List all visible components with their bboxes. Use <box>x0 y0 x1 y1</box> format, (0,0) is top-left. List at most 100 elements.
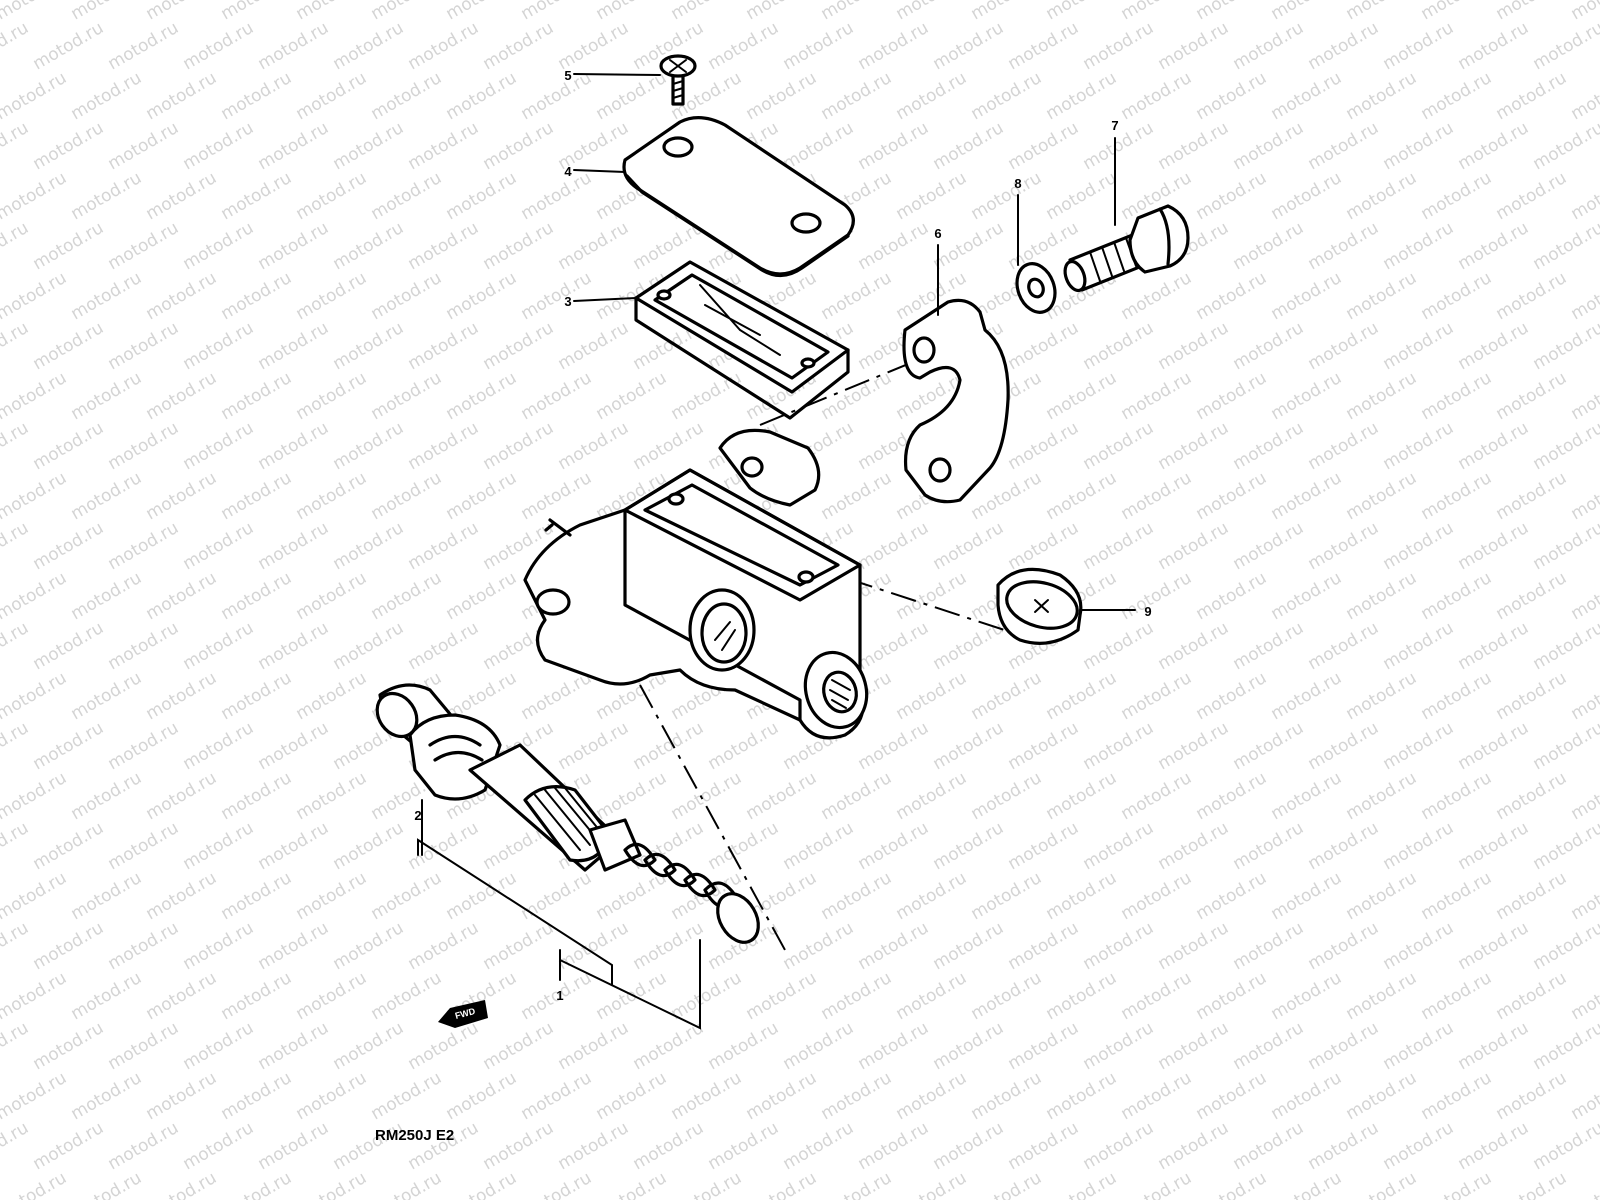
callout-number-4: 4 <box>564 164 572 179</box>
watermark-text: motod.ru <box>518 0 596 24</box>
watermark-text: motod.ru <box>293 0 371 24</box>
watermark-text: motod.ru <box>1043 168 1121 224</box>
watermark-text: motod.ru <box>330 218 408 274</box>
watermark-text: motod.ru <box>1493 468 1571 524</box>
watermark-text: motod.ru <box>1568 668 1600 724</box>
watermark-text: motod.ru <box>743 768 821 824</box>
watermark-text: motod.ru <box>555 918 633 974</box>
watermark-text: motod.ru <box>105 18 183 74</box>
watermark-text: motod.ru <box>368 568 446 624</box>
watermark-text: motod.ru <box>293 868 371 924</box>
watermark-text: motod.ru <box>218 268 296 324</box>
watermark-text: motod.ru <box>1268 268 1346 324</box>
watermark-text: motod.ru <box>855 518 933 574</box>
watermark-text: motod.ru <box>105 718 183 774</box>
watermark-text: motod.ru <box>368 0 446 24</box>
watermark-text: motod.ru <box>1230 518 1308 574</box>
watermark-text: motod.ru <box>555 218 633 274</box>
watermark-text: motod.ru <box>405 118 483 174</box>
watermark-text: motod.ru <box>1455 1018 1533 1074</box>
watermark-text: motod.ru <box>1380 218 1458 274</box>
watermark-text: motod.ru <box>1080 418 1158 474</box>
watermark-text: motod.ru <box>705 18 783 74</box>
watermark-text: motod.ru <box>480 418 558 474</box>
watermark-text: motod.ru <box>1343 568 1421 624</box>
watermark-text: motod.ru <box>1305 318 1383 374</box>
watermark-text: motod.ru <box>30 918 108 974</box>
callout-number-7: 7 <box>1111 118 1118 133</box>
watermark-text: motod.ru <box>743 1168 821 1200</box>
watermark-text: motod.ru <box>1530 1118 1600 1174</box>
watermark-text: motod.ru <box>893 668 971 724</box>
watermark-text: motod.ru <box>1268 768 1346 824</box>
watermark-text: motod.ru <box>518 1168 596 1200</box>
watermark-text: motod.ru <box>780 918 858 974</box>
watermark-text: motod.ru <box>368 1068 446 1124</box>
watermark-text: motod.ru <box>1380 418 1458 474</box>
watermark-text: motod.ru <box>1493 0 1571 24</box>
watermark-text: motod.ru <box>1568 368 1600 424</box>
watermark-text: motod.ru <box>818 968 896 1024</box>
watermark-text: motod.ru <box>0 718 32 774</box>
watermark-text: motod.ru <box>1118 568 1196 624</box>
watermark-text: motod.ru <box>593 868 671 924</box>
watermark-text: motod.ru <box>0 168 70 224</box>
part-7-bolt <box>1063 204 1190 293</box>
watermark-text: motod.ru <box>968 1168 1046 1200</box>
watermark-text: motod.ru <box>105 918 183 974</box>
watermark-text: motod.ru <box>1043 668 1121 724</box>
watermark-text: motod.ru <box>1080 1118 1158 1174</box>
watermark-text: motod.ru <box>1568 768 1600 824</box>
watermark-text: motod.ru <box>1305 1018 1383 1074</box>
watermark-text: motod.ru <box>330 18 408 74</box>
watermark-text: motod.ru <box>555 418 633 474</box>
watermark-text: motod.ru <box>1193 1068 1271 1124</box>
watermark-text: motod.ru <box>593 968 671 1024</box>
watermark-text: motod.ru <box>68 0 146 24</box>
watermark-text: motod.ru <box>0 568 70 624</box>
watermark-text: motod.ru <box>1268 568 1346 624</box>
watermark-text: motod.ru <box>1530 418 1600 474</box>
watermark-text: motod.ru <box>1043 0 1121 24</box>
watermark-text: motod.ru <box>780 118 858 174</box>
watermark-text: motod.ru <box>1268 468 1346 524</box>
watermark-text: motod.ru <box>1080 1018 1158 1074</box>
watermark-text: motod.ru <box>180 918 258 974</box>
watermark-text: motod.ru <box>893 68 971 124</box>
watermark-text: motod.ru <box>0 318 32 374</box>
watermark-text: motod.ru <box>1380 618 1458 674</box>
watermark-text: motod.ru <box>555 318 633 374</box>
watermark-text: motod.ru <box>405 918 483 974</box>
watermark-text: motod.ru <box>1080 318 1158 374</box>
watermark-text: motod.ru <box>968 768 1046 824</box>
watermark-text: motod.ru <box>180 418 258 474</box>
watermark-text: motod.ru <box>0 418 32 474</box>
watermark-text: motod.ru <box>968 0 1046 24</box>
watermark-text: motod.ru <box>743 1068 821 1124</box>
watermark-text: motod.ru <box>668 768 746 824</box>
part-1-piston-assembly <box>375 683 760 944</box>
watermark-text: motod.ru <box>1268 0 1346 24</box>
watermark-text: motod.ru <box>1568 1168 1600 1200</box>
watermark-text: motod.ru <box>743 68 821 124</box>
watermark-text: motod.ru <box>1493 1068 1571 1124</box>
watermark-text: motod.ru <box>443 168 521 224</box>
watermark-text: motod.ru <box>1230 118 1308 174</box>
watermark-text: motod.ru <box>1380 718 1458 774</box>
watermark-text: motod.ru <box>1005 918 1083 974</box>
part-6-handlebar-clamp <box>902 298 1010 504</box>
watermark-text: motod.ru <box>1343 668 1421 724</box>
watermark-text: motod.ru <box>1455 118 1533 174</box>
watermark-text: motod.ru <box>1080 18 1158 74</box>
watermark-text: motod.ru <box>1568 268 1600 324</box>
watermark-text: motod.ru <box>0 618 32 674</box>
watermark-text: motod.ru <box>968 168 1046 224</box>
watermark-text: motod.ru <box>1380 518 1458 574</box>
watermark-text: motod.ru <box>668 1068 746 1124</box>
watermark-text: motod.ru <box>1155 1118 1233 1174</box>
watermark-text: motod.ru <box>255 718 333 774</box>
watermark-text: motod.ru <box>218 468 296 524</box>
watermark-text: motod.ru <box>180 718 258 774</box>
watermark-text: motod.ru <box>1493 968 1571 1024</box>
watermark-text: motod.ru <box>0 1118 32 1174</box>
